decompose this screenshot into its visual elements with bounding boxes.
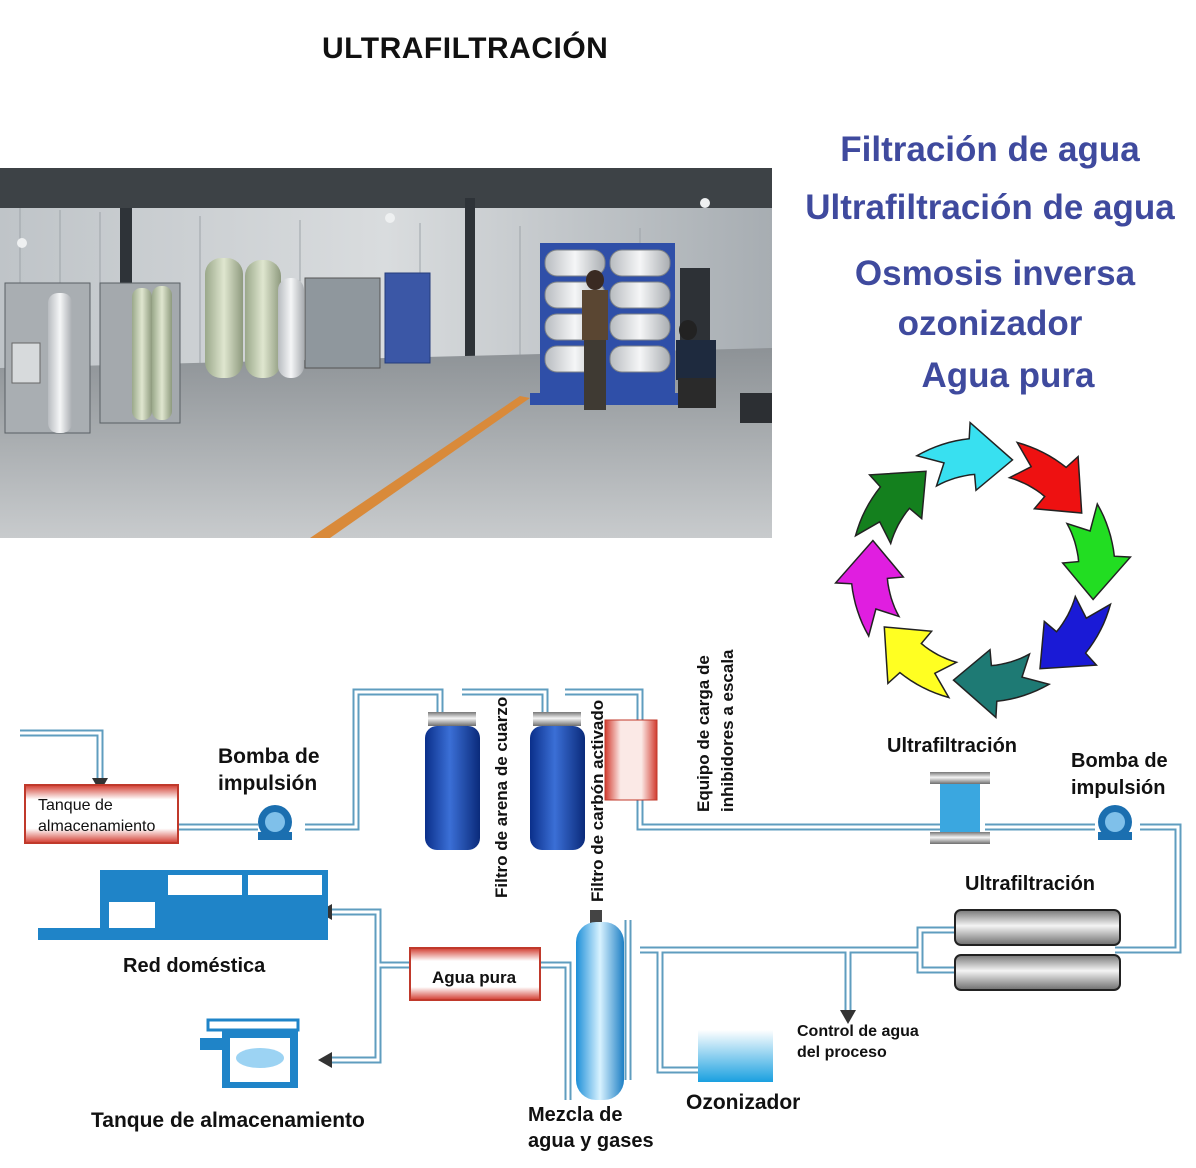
tanque-bottom-label: Tanque de almacenamiento (91, 1109, 365, 1132)
ozonizador-label: Ozonizador (686, 1091, 801, 1114)
red-domestica-label: Red doméstica (123, 955, 266, 977)
cycle-arrow-1 (1007, 441, 1083, 514)
cycle-arrow-8 (914, 421, 1014, 492)
topic-agua-pura: Agua pura (921, 356, 1095, 395)
topic-ozonizador: ozonizador (897, 304, 1083, 343)
factory-photo (0, 168, 772, 538)
filtro-arena-label: Filtro de arena de cuarzo (492, 696, 511, 898)
cycle-arrow-3 (1039, 594, 1112, 670)
bomba-right-label-2: impulsión (1071, 777, 1166, 799)
ultrafiltracion-mid-label: Ultrafiltración (965, 873, 1096, 895)
equipo-label-1: Equipo de carga de (694, 655, 713, 812)
ultrafiltracion-top-label: Ultrafiltración (887, 735, 1018, 757)
pump-left-icon (258, 805, 292, 840)
process-diagram (20, 688, 1182, 1100)
mezcla-label-1: Mezcla de (528, 1104, 623, 1126)
bomba-left-label-1: Bomba de (218, 745, 320, 768)
mezcla-label-2: agua y gases (528, 1130, 654, 1152)
agua-pura-label: Agua pura (432, 968, 517, 987)
cycle-arrow-2 (1061, 501, 1132, 601)
control-label-1: Control de agua (797, 1023, 919, 1040)
cycle-arrows (834, 421, 1132, 719)
cycle-arrow-7 (854, 470, 927, 546)
bomba-left-label-2: impulsión (218, 772, 318, 795)
tanque-top-label-2: almacenamiento (38, 818, 156, 835)
tanque-top-label-1: Tanque de (38, 797, 113, 814)
pump-right-icon (1098, 805, 1132, 840)
bomba-right-label-1: Bomba de (1071, 750, 1168, 772)
topic-filtracion: Filtración de agua (840, 130, 1140, 169)
cycle-arrow-4 (952, 648, 1052, 719)
page-title: ULTRAFILTRACIÓN (322, 32, 609, 65)
control-label-2: del proceso (797, 1044, 887, 1061)
cycle-arrow-5 (883, 626, 959, 699)
equipo-label-2: inhibidores a escala (718, 649, 737, 812)
topic-ultrafiltracion: Ultrafiltración de agua (805, 188, 1175, 227)
topic-osmosis: Osmosis inversa (854, 254, 1136, 293)
cycle-arrow-6 (834, 539, 905, 639)
filtro-carbon-label: Filtro de carbón activado (588, 699, 607, 902)
